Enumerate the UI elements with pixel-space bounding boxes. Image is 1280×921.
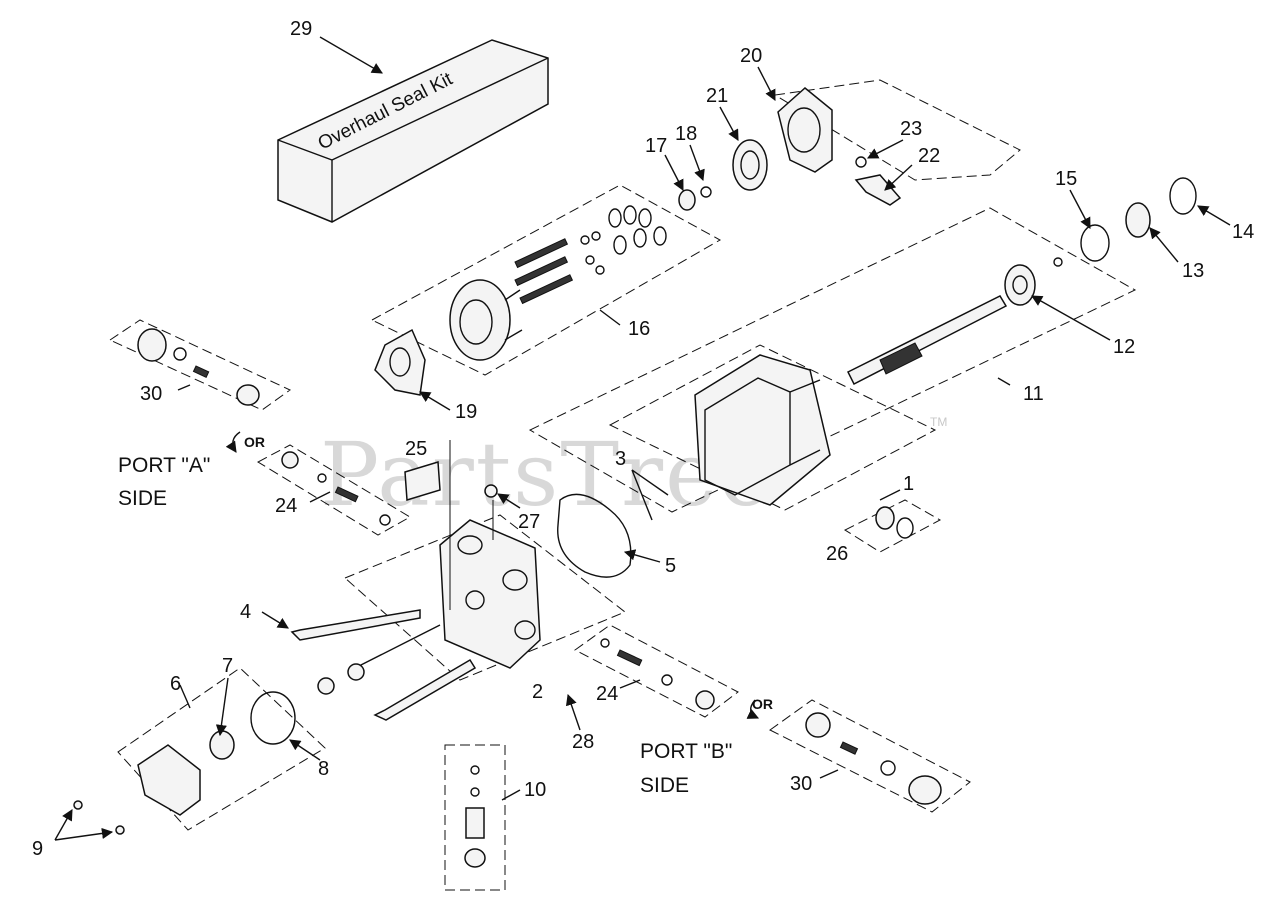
callout-21: 21	[706, 85, 728, 107]
callout-17: 17	[645, 135, 667, 157]
callout-26: 26	[826, 543, 848, 565]
center-section	[344, 440, 626, 681]
callout-labels: 29 20 21 17 18 23 22 15 14 13 12 16 11 3…	[32, 18, 1254, 860]
name-plate	[404, 461, 441, 501]
callout-20: 20	[740, 45, 762, 67]
main-housing	[608, 344, 942, 553]
port-b-or: OR	[752, 696, 773, 712]
piston-assembly	[370, 184, 722, 376]
port-a-label: PORT "A"	[118, 454, 210, 477]
swashplate	[374, 328, 426, 396]
callout-14: 14	[1232, 221, 1254, 243]
callout-27: 27	[518, 511, 540, 533]
callout-7: 7	[222, 655, 233, 677]
callout-4: 4	[240, 601, 251, 623]
callout-16: 16	[628, 318, 650, 340]
callout-3: 3	[615, 448, 626, 470]
callout-25: 25	[405, 438, 427, 460]
port-b-valve	[574, 624, 739, 718]
port-b-check-valve	[769, 699, 971, 813]
shaft-assembly	[528, 177, 1197, 513]
callout-19: 19	[455, 401, 477, 423]
callout-30-a: 30	[140, 383, 162, 405]
callout-6: 6	[170, 673, 181, 695]
callout-24-b: 24	[596, 683, 618, 705]
callout-9: 9	[32, 838, 43, 860]
callout-22: 22	[918, 145, 940, 167]
port-a-side: SIDE	[118, 487, 167, 510]
callout-18: 18	[675, 123, 697, 145]
port-b-label: PORT "B"	[640, 740, 732, 763]
callout-10: 10	[524, 779, 546, 801]
filter-cover-assembly	[73, 667, 326, 835]
callout-11: 11	[1023, 383, 1044, 405]
callout-23: 23	[900, 118, 922, 140]
callout-28: 28	[572, 731, 594, 753]
watermark-text: PartsTree	[320, 423, 773, 526]
watermark-trademark: TM	[930, 415, 947, 429]
callout-2: 2	[532, 681, 543, 703]
port-b-side: SIDE	[640, 774, 689, 797]
port-a-check-valve	[108, 319, 291, 411]
port-a-or: OR	[244, 434, 265, 450]
callout-13: 13	[1182, 260, 1204, 282]
seal-kit-box: Overhaul Seal Kit	[277, 39, 549, 223]
callout-12: 12	[1113, 336, 1135, 358]
leader-lines	[54, 36, 1231, 841]
callout-5: 5	[665, 555, 676, 577]
bypass-valve	[444, 744, 506, 891]
callout-29: 29	[290, 18, 312, 40]
callout-1: 1	[903, 473, 914, 495]
callout-8: 8	[318, 758, 329, 780]
port-a-valve	[256, 444, 411, 536]
gasket	[557, 493, 632, 578]
front-cover-parts	[678, 79, 1021, 211]
callout-30-b: 30	[790, 773, 812, 795]
callout-15: 15	[1055, 168, 1077, 190]
bolts	[290, 609, 477, 721]
callout-24-a: 24	[275, 495, 297, 517]
